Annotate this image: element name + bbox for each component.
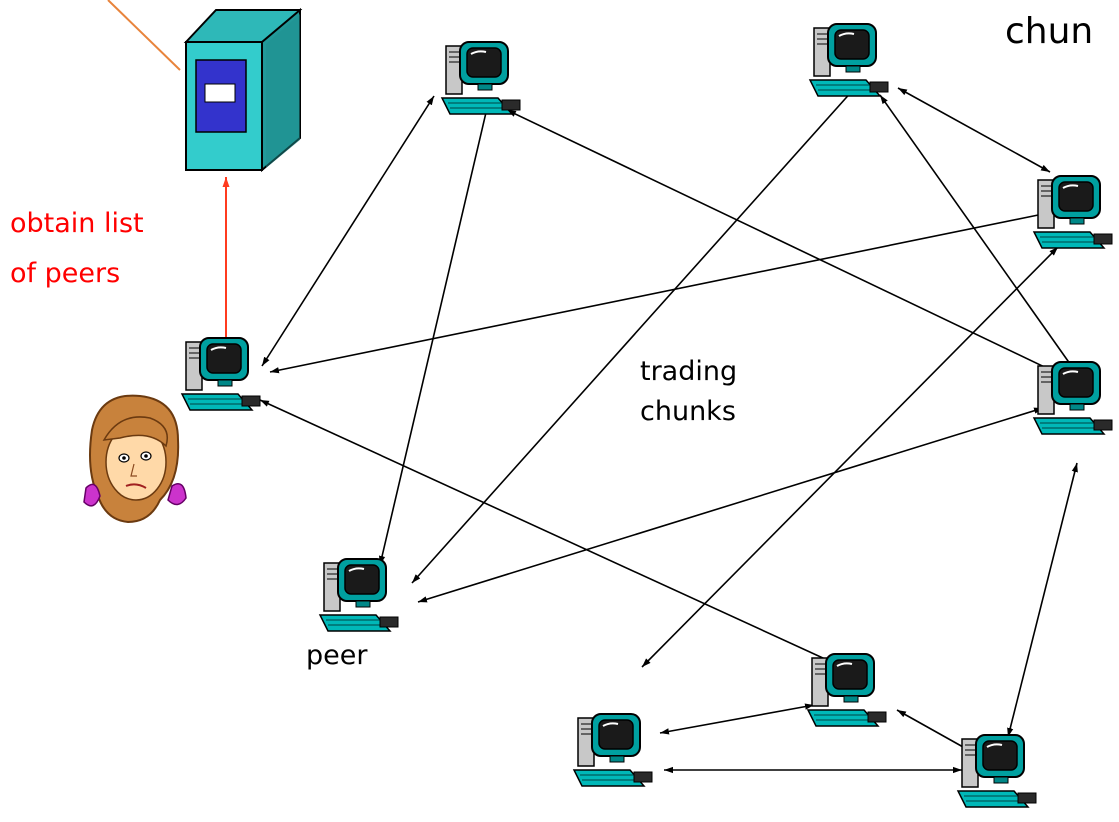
alice-girl-icon [83,394,187,524]
peer-link [417,407,1044,603]
peer-computer-icon [181,337,261,411]
peer-link [1007,462,1078,738]
peer-link [659,703,815,735]
top-right-label: chun [1005,11,1094,52]
tracker-label-line1: obtain list [10,208,144,239]
center-label-line2: chunks [640,396,736,427]
peer-link [378,103,490,566]
peer-computer-icon [809,23,889,97]
center-label-line1: trading [640,356,738,387]
peer-computer-icon [1033,361,1113,435]
tracker-label-line2: of peers [10,258,121,289]
peer-link [411,79,863,584]
peer-link [506,109,1081,385]
peer-link [897,87,1051,173]
peer-links [259,79,1081,774]
peer-computer-icon [807,653,887,727]
tracker-server-icon [183,7,303,173]
peer-computer-icon [1033,175,1113,249]
peer-link [896,709,973,753]
peer-computer-icon [319,558,399,632]
peer-computer-icon [957,734,1037,808]
tracker-pointer-line [107,0,181,71]
peer-computer-icon [441,41,521,115]
peer-link [269,211,1049,374]
peer-computer-icon [573,713,653,787]
peer-label: peer [306,640,368,671]
